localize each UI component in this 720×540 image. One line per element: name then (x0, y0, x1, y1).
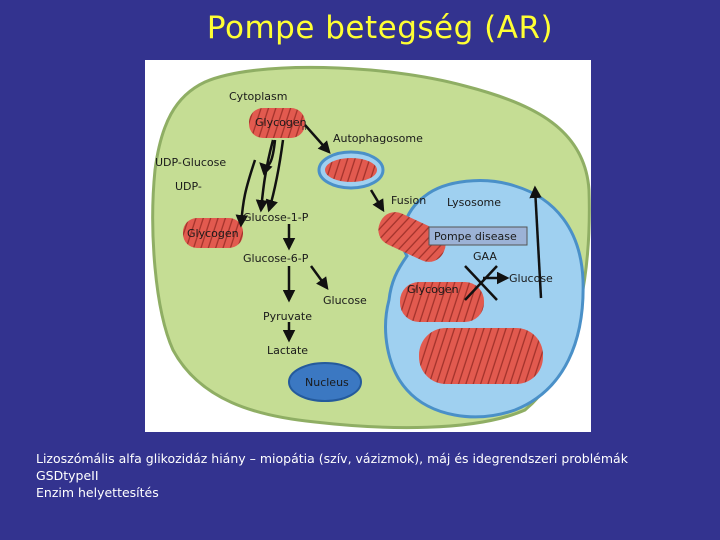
arrow-udp-to-glycogen (235, 159, 257, 228)
label-autophagosome: Autophagosome (333, 132, 423, 145)
label-fusion: Fusion (391, 194, 426, 207)
label-udp-glucose: UDP-Glucose (155, 156, 226, 169)
caption: Lizoszómális alfa glikozidáz hiány – mio… (36, 450, 696, 501)
glycogen-lysosome-1 (378, 212, 446, 262)
arrow-glycogen-to-g1p-2 (265, 139, 285, 213)
glycogen-lysosome-2 (400, 282, 484, 322)
caption-line-1: Lizoszómális alfa glikozidáz hiány – mio… (36, 451, 628, 466)
arrow-glucose-out (529, 185, 543, 299)
label-glucose-6p: Glucose-6-P (243, 252, 309, 265)
label-glucose-cytoplasm: Glucose (323, 294, 367, 307)
label-glycogen-n: n (302, 124, 306, 132)
label-pyruvate: Pyruvate (263, 310, 312, 323)
label-glucose-lysosome: Glucose (509, 272, 553, 285)
diagram-svg: Cytoplasm Glycogen n Autophagosome UDP-G… (151, 65, 591, 430)
label-glycogen-lysosome: Glycogen (407, 283, 459, 296)
label-pompe-disease: Pompe disease (434, 230, 517, 243)
nucleus (288, 362, 362, 402)
slide-title: Pompe betegség (AR) (206, 10, 554, 46)
pompe-disease-box (428, 226, 528, 246)
arrow-glycogen-to-g1p (255, 139, 275, 213)
glycogen-left (183, 218, 243, 248)
label-cytoplasm: Cytoplasm (229, 90, 287, 103)
caption-line-2: GSDtypeII (36, 468, 99, 483)
label-lysosome: Lysosome (447, 196, 501, 209)
block-x-2 (464, 265, 498, 301)
label-nucleus: Nucleus (305, 376, 349, 389)
caption-line-3: Enzim helyettesítés (36, 485, 159, 500)
glycogen-lysosome-3 (419, 328, 543, 384)
label-glucose-1p: Glucose-1-P (243, 211, 309, 224)
label-glycogen-left: Glycogen (187, 227, 239, 240)
arrow-glycogen-to-udp (259, 139, 277, 176)
pompe-pathway-diagram: Cytoplasm Glycogen n Autophagosome UDP-G… (145, 60, 591, 432)
label-lactate: Lactate (267, 344, 308, 357)
arrow-fusion (369, 189, 385, 213)
label-gaa: GAA (473, 250, 497, 263)
label-udp: UDP- (175, 180, 202, 193)
arrow-glycogen-to-autophagosome (304, 124, 331, 154)
arrow-g6p-to-glucose (309, 265, 329, 291)
label-glycogen-top: Glycogen (255, 116, 307, 129)
glycogen-top (249, 108, 305, 138)
